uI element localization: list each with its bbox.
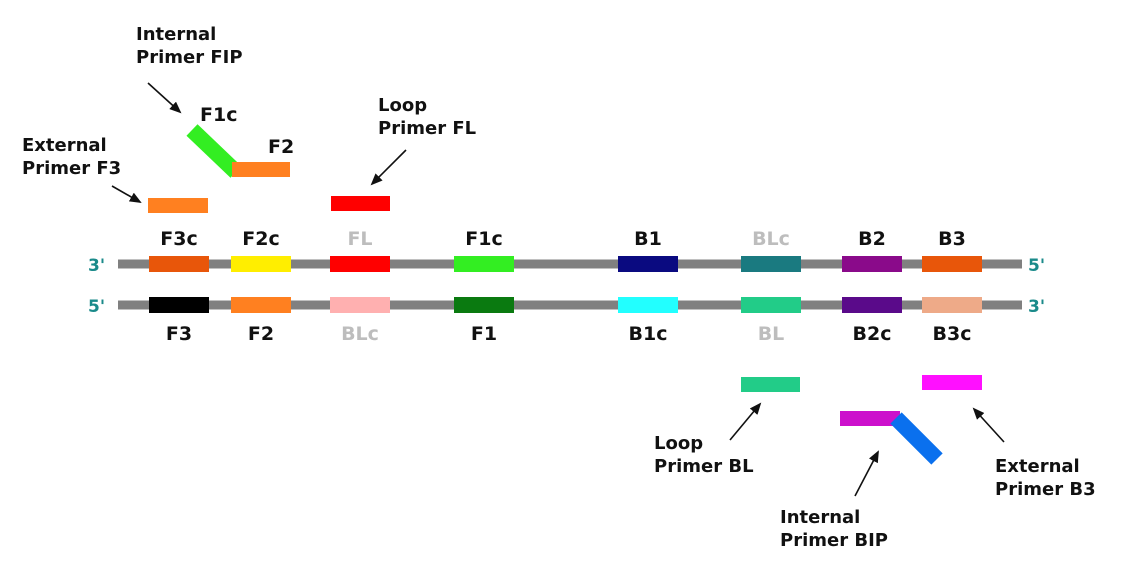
bl-arrow [729,402,762,441]
top-strand-right-end: 5' [1028,256,1045,276]
bottom-strand-segment-label-f2: F2 [248,323,274,345]
bottom-strand-segment-f3 [149,297,209,313]
bottom-strand-segment-blc [330,297,390,313]
bip-caption-line1: Internal [780,507,860,528]
top-strand-segment-b1 [618,256,678,272]
bip-b2-segment [840,411,900,426]
fl-caption-line1: Loop [378,95,427,116]
b3-primer-bar [922,375,982,390]
bip-caption-line2: Primer BIP [780,530,888,551]
b3-caption-line2: Primer B3 [995,479,1096,500]
fip-f2-label: F2 [268,136,294,158]
fip-f1c-label: F1c [200,104,237,126]
bip-b1c-segment [890,412,943,465]
fl-arrow [370,149,407,186]
f3-primer-bar [148,198,208,213]
top-strand-segment-f1c [454,256,514,272]
top-strand-segment-label-b3: B3 [938,228,966,250]
top-strand-segment-label-fl: FL [347,228,372,250]
top-strand-segment-fl [330,256,390,272]
fip-arrow [147,82,182,114]
fip-caption-line2: Primer FIP [136,47,243,68]
bl-primer: Loop Primer BL [654,377,800,477]
bip-arrow [854,450,879,497]
fl-primer: Loop Primer FL [331,95,476,211]
bl-caption-line2: Primer BL [654,456,754,477]
bip-primer: Internal Primer BIP [780,411,943,551]
fip-f2-segment [232,162,290,177]
bottom-strand-segment-label-f3: F3 [166,323,192,345]
bl-primer-bar [741,377,800,392]
bottom-strand-segment-b1c [618,297,678,313]
bottom-strand-segment-label-bl: BL [758,323,785,345]
top-strand-segment-label-blc: BLc [752,228,790,250]
f3-caption-line2: Primer F3 [22,158,121,179]
top-strand-segment-b3 [922,256,982,272]
bottom-strand-segment-f2 [231,297,291,313]
bottom-strand-right-end: 3' [1028,297,1045,317]
top-strand-segments: F3c F2c FL F1c B1 BLc B2 B3 [149,228,982,272]
fl-primer-bar [331,196,390,211]
b3-arrow [972,407,1005,443]
top-strand-segment-label-b2: B2 [858,228,886,250]
bottom-strand-segment-label-b1c: B1c [629,323,668,345]
f3-arrow [111,185,142,203]
bottom-strand-segment-label-b2c: B2c [853,323,892,345]
bottom-strand-segment-label-f1: F1 [471,323,497,345]
fip-caption-line1: Internal [136,24,216,45]
top-strand-segment-blc [741,256,801,272]
top-strand-segment-f2c [231,256,291,272]
b3-caption-line1: External [995,456,1080,477]
top-strand-left-end: 3' [88,256,105,276]
top-strand-segment-b2 [842,256,902,272]
f3-caption-line1: External [22,135,107,156]
bottom-strand-segment-b3c [922,297,982,313]
bottom-strand-segment-label-blc: BLc [341,323,379,345]
bottom-strand-segment-f1 [454,297,514,313]
bottom-strand-segment-b2c [842,297,902,313]
top-strand-segment-label-f1c: F1c [465,228,502,250]
bottom-strand-segment-bl [741,297,801,313]
b3-primer: External Primer B3 [922,375,1096,500]
bottom-strand-segment-label-b3c: B3c [933,323,972,345]
f3-primer: External Primer F3 [22,135,208,213]
top-strand-segment-label-f2c: F2c [242,228,279,250]
fip-f1c-segment [186,124,242,178]
top-strand-segment-label-b1: B1 [634,228,662,250]
fl-caption-line2: Primer FL [378,118,476,139]
bottom-strand-segments: F3 F2 BLc F1 B1c BL B2c B3c [149,297,982,345]
fip-primer: F1c F2 Internal Primer FIP [136,24,294,178]
bottom-strand-left-end: 5' [88,297,105,317]
bl-caption-line1: Loop [654,433,703,454]
top-strand-segment-label-f3c: F3c [160,228,197,250]
top-strand-segment-f3c [149,256,209,272]
